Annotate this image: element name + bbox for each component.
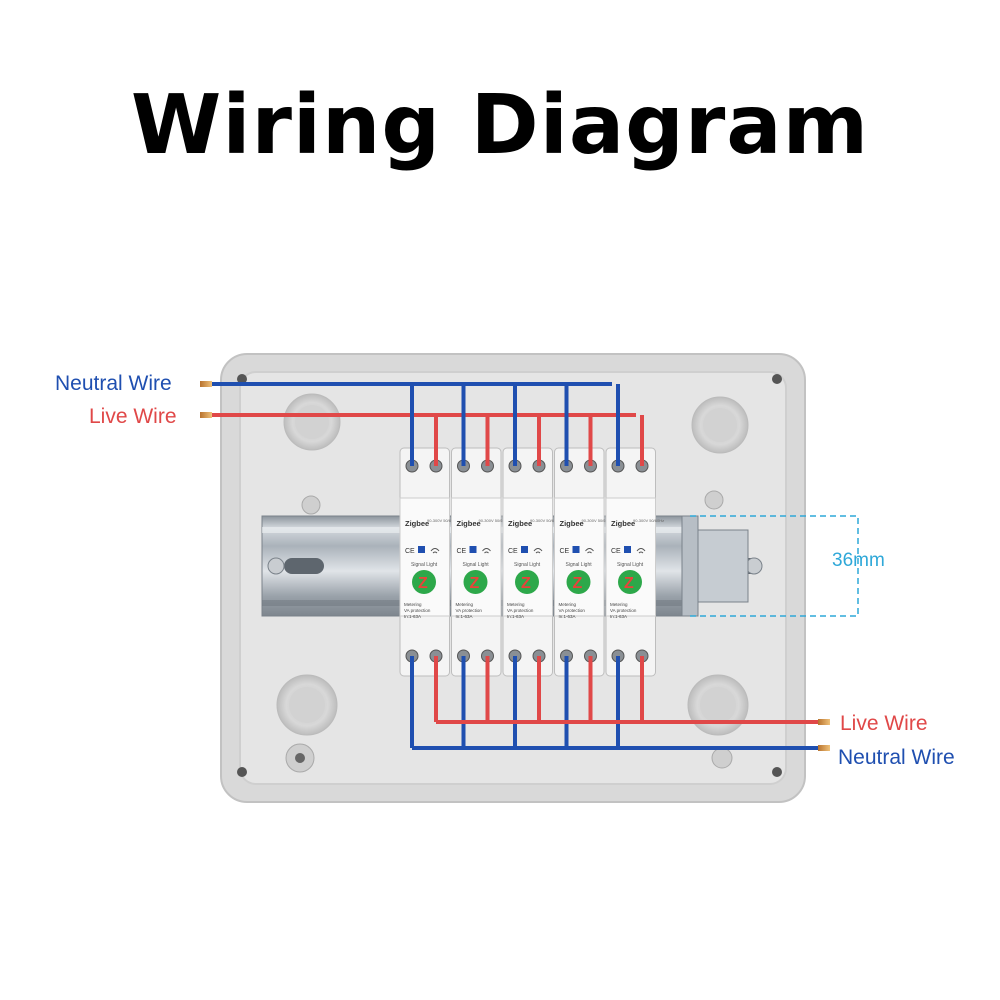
module-feature: In:1-63A [456,614,473,619]
wifi-icon [482,548,491,554]
module-brand: Zigbee [508,519,532,528]
module-brand: Zigbee [611,519,635,528]
module-signal-label: Signal Light [463,562,490,568]
ce-mark: CE [457,548,467,555]
wire-end-live-top [200,412,212,418]
zigbee-logo-icon [618,570,642,594]
module-signal-label: Signal Light [411,562,438,568]
page-title: Wiring Diagram [130,78,870,173]
module-signal-label: Signal Light [566,562,593,568]
module-feature: VA protection [507,608,534,613]
module-signal-label: Signal Light [617,562,644,568]
zigbee-logo-letter: Z [418,575,428,592]
module-rating: 90-300V 50/60Hz [427,518,458,523]
module-feature: Metering [610,602,628,607]
module-feature: Metering [507,602,525,607]
module-face [605,497,656,617]
ce-mark: CE [611,548,621,555]
zigbee-logo-icon [412,570,436,594]
ce-mark: CE [405,548,415,555]
wifi-icon [585,548,594,554]
wifi-icon [636,548,646,554]
badge-icon [521,546,528,553]
module-feature: VA protection [404,608,431,613]
module-face [451,497,502,617]
wire-end-live-bottom [818,719,830,725]
ce-mark: CE [560,548,570,555]
module-signal-label: Signal Light [514,562,541,568]
module-rating: 90-300V 50/60Hz [479,518,510,523]
module-feature: In:1-63A [610,614,627,619]
module-face [554,497,605,617]
module-feature: VA protection [610,608,637,613]
neutral-wire-label-top: Neutral Wire [55,372,172,395]
module-rating: 90-300V 50/60Hz [633,518,664,523]
module-feature: In:1-63A [559,614,576,619]
wire-end-neutral-bottom [818,745,830,751]
zigbee-logo-letter: Z [624,575,634,592]
module-brand: Zigbee [457,519,481,528]
module-rating: 90-300V 50/60Hz [582,518,613,523]
module-face [502,497,553,617]
module-brand: Zigbee [405,519,429,528]
live-wire-label-top: Live Wire [89,405,177,428]
badge-icon [572,546,580,553]
module-rating: 90-300V 50/60Hz [530,518,561,523]
module-feature: Metering [559,602,577,607]
zigbee-logo-icon [463,570,488,594]
module-feature: In:1-63A [404,614,421,619]
module-feature: VA protection [456,608,483,613]
module-feature: VA protection [559,608,586,613]
wifi-icon [430,548,440,554]
badge-icon [624,546,631,553]
dimension-bracket [690,515,859,617]
wire-group [200,381,830,751]
module-feature: In:1-63A [507,614,524,619]
module-feature: Metering [456,602,474,607]
zigbee-logo-icon [566,570,591,594]
zigbee-logo-icon [515,570,539,594]
live-wire-label-bottom: Live Wire [840,712,928,735]
zigbee-logo-letter: Z [521,575,531,592]
wifi-icon [533,548,543,554]
module-brand: Zigbee [560,519,584,528]
wire-end-neutral-top [200,381,212,387]
zigbee-logo-letter: Z [470,575,480,592]
badge-icon [469,546,477,553]
ce-mark: CE [508,548,518,555]
corner-screws [237,374,782,777]
module-face [399,497,450,617]
neutral-wire-label-bottom: Neutral Wire [838,746,955,769]
zigbee-logo-letter: Z [573,575,583,592]
badge-icon [418,546,425,553]
module-feature: Metering [404,602,422,607]
